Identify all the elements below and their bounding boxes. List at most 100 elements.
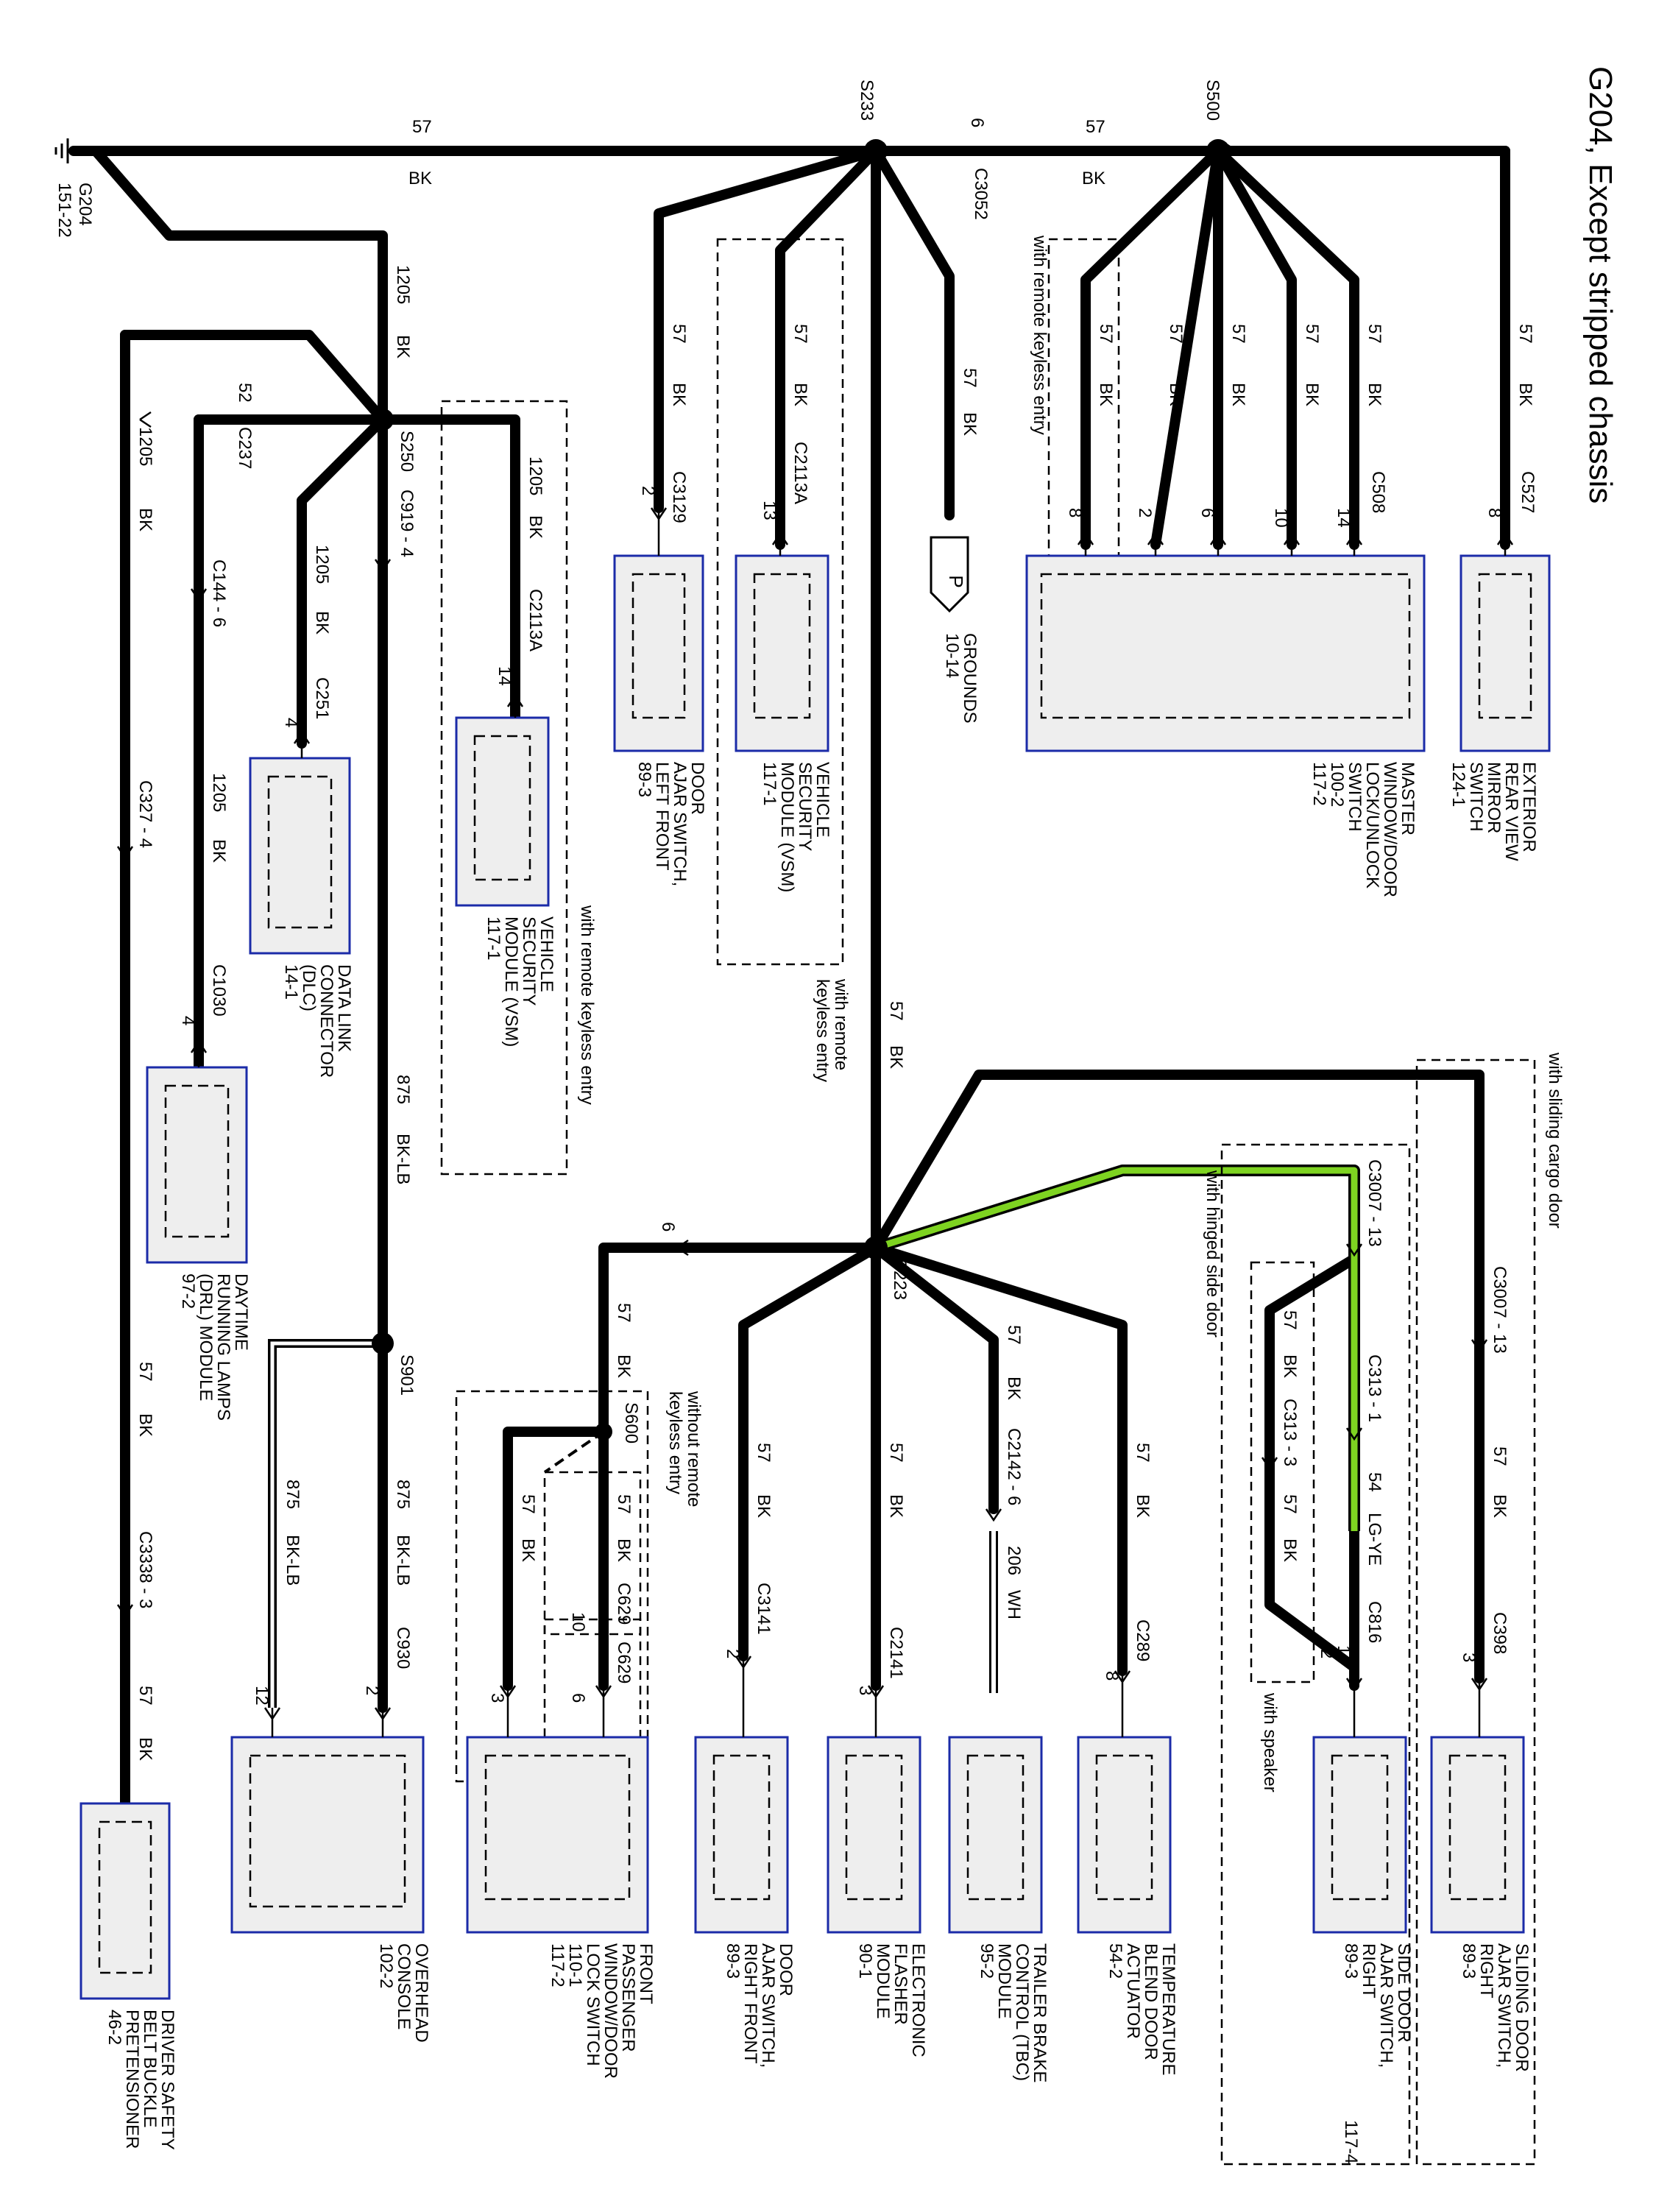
cond-hinged: with hinged side door [1203,1170,1222,1338]
pin-arrow-c930-2 [374,1707,392,1737]
c237-label: C237 [235,427,255,469]
w875-circuit: 875 [393,1075,413,1104]
w1205-vsm-circuit: 1205 [526,456,545,495]
component-grounds[interactable]: P [930,536,969,613]
splice-s500-label: S500 [1203,79,1222,121]
component-door-lf[interactable] [613,554,704,752]
pin-arrow-c508-6 [1209,531,1227,556]
pin-arrow-c2113a-vsm2 [506,693,524,718]
w57-mirror-color: BK [1515,383,1535,406]
w57-a-circuit: 57 [1166,324,1186,344]
component-fp-switch[interactable] [466,1736,649,1934]
component-name-temp-line-3: 54-2 [1105,1943,1125,1979]
component-name-vsm2-line-2: MODULE (VSM) [501,916,521,1047]
wire-s223-sliding [871,1070,1485,1683]
component-master-switch[interactable] [1025,554,1426,752]
component-name-sidedoor-line-0: SIDE DOOR [1394,1943,1414,2043]
c327-label: C327 - 4 [135,780,155,848]
cond-remote-left: with remote keyless entry [577,905,597,1105]
pin-arrow-s223-6 [676,1239,689,1257]
component-belt-pretensioner[interactable] [79,1802,171,2000]
component-overhead-console[interactable] [230,1736,425,1934]
component-name-vsm1-line-3: 117-1 [760,762,779,806]
component-name-master-line-3: SWITCH [1345,762,1365,832]
wire-875-outline [268,1339,383,1708]
component-name-fpswitch-line-3: LOCK SWITCH [583,1943,603,2066]
inline-arrow-c3007-13 [1345,1243,1363,1257]
w57-fp-color: BK [614,1354,634,1378]
inline-arrow-c3007-b [1471,1339,1488,1353]
pin-arrow-c398 [1471,1678,1488,1737]
component-name-dlc-line-0: DATA LINK [334,964,354,1052]
w57-s233-left-circuit: 57 [669,324,689,344]
inline-arrow-c313-1 [1345,1427,1363,1441]
c313a-label: C313 - 1 [1365,1354,1384,1422]
component-name-sliding-line-1: AJAR SWITCH, [1494,1943,1514,2068]
component-name-belt-line-0: DRIVER SAFETY [158,2010,177,2150]
pin-arrow-fp-3 [499,1685,517,1737]
component-name-doorlf-line-2: LEFT FRONT [652,762,672,871]
component-tbc[interactable] [948,1736,1043,1934]
w875b-color: BK-LB [393,1535,413,1586]
component-name-tbc-line-0: TRAILER BRAKE [1030,1943,1050,2082]
component-door-rf[interactable] [694,1736,789,1934]
component-name-sidedoor-line-4: 117-4 [1341,2120,1361,2164]
wire-s500-c508-2 [1150,146,1223,550]
c527-pin: 8 [1485,508,1504,517]
w57-belt-color: BK [135,1737,155,1761]
c930-label: C930 [393,1627,413,1669]
c508-pin-2: 2 [1135,508,1155,517]
component-name-mirror-line-4: 124-1 [1448,762,1468,807]
wire-s500-c508-8 [1080,146,1223,550]
component-name-drl-line-0: DAYTIME [231,1273,251,1351]
c629-pin-10: 10 [568,1612,588,1632]
component-name-doorlf-line-3: 89-3 [634,762,654,797]
component-name-sidedoor-line-2: RIGHT [1359,1943,1379,1999]
pin-arrow-c3129 [650,507,668,556]
component-flasher[interactable] [827,1736,921,1934]
w57-speaker2-color: BK [1280,1538,1300,1562]
component-name-belt-line-2: PRETENSIONER [122,2010,142,2149]
component-name-doorrf-line-3: 89-3 [723,1943,743,1979]
w1205-vsm-color: BK [526,515,545,539]
component-name-console-line-0: OVERHEAD [411,1943,431,2043]
c2113a-vsm1-label: C2113A [790,442,810,504]
pin-arrow-c237 [139,411,152,428]
c919-label: C919 - 4 [397,490,417,557]
component-name-vsm2-line-3: 117-1 [484,916,503,961]
splice-s901 [372,1332,394,1354]
component-vsm2[interactable] [455,716,550,907]
w1205-top-color: BK [393,335,413,358]
wire-1205-left [120,330,388,425]
component-name-mirror-line-3: SWITCH [1466,762,1486,832]
c816-label: C816 [1365,1601,1384,1643]
c508-label: C508 [1368,471,1388,513]
w54-circuit: 54 [1365,1472,1384,1492]
component-temp-blend[interactable] [1077,1736,1172,1934]
component-sliding-door[interactable] [1430,1736,1525,1934]
w57-tbc-circuit: 57 [1004,1325,1024,1345]
c237-pin: 52 [235,383,255,403]
wire-s500-c508-10 [1213,146,1297,550]
wire-s223-tbc [871,1243,999,1514]
component-vsm1[interactable] [735,554,829,752]
pin-arrow-c508-8 [1077,531,1094,556]
component-name-grounds-line-0: GROUNDS [960,633,980,724]
component-name-doorlf-line-0: DOOR [687,762,707,815]
component-name-sidedoor-line-3: 89-3 [1341,1943,1361,1979]
w57-sliding-circuit: 57 [1490,1446,1510,1466]
component-drl[interactable] [146,1066,248,1264]
w57-c-circuit: 57 [1302,324,1322,344]
component-side-door[interactable] [1312,1736,1407,1934]
component-mirror[interactable] [1459,554,1551,752]
w1205-dlc-circuit: 1205 [312,545,332,584]
w57-vsm-circuit: 57 [790,324,810,344]
component-name-master-line-5: 117-2 [1309,762,1329,806]
cond-remote-vsm-1: with remote [831,978,851,1070]
c1030-pin: 4 [178,1016,198,1025]
w57-remote-circuit: 57 [1096,324,1116,344]
wire-s250-dlc [297,414,388,749]
component-dlc[interactable] [249,757,351,955]
component-name-drl-line-1: RUNNING LAMPS [213,1273,233,1421]
